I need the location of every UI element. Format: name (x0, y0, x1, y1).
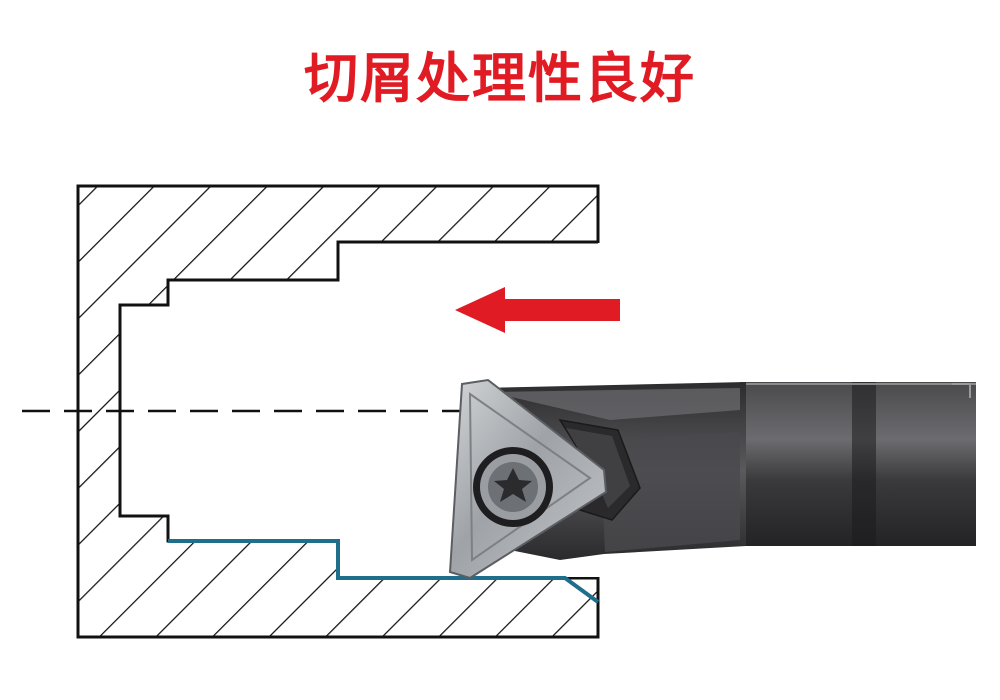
page-title: 切屑处理性良好 (304, 47, 696, 110)
bore-profile (118, 240, 598, 541)
finished-surface-line (168, 539, 600, 604)
boring-bar-tool (448, 378, 976, 580)
torx-screw-icon (473, 447, 553, 527)
left-arrow-icon (455, 287, 620, 333)
